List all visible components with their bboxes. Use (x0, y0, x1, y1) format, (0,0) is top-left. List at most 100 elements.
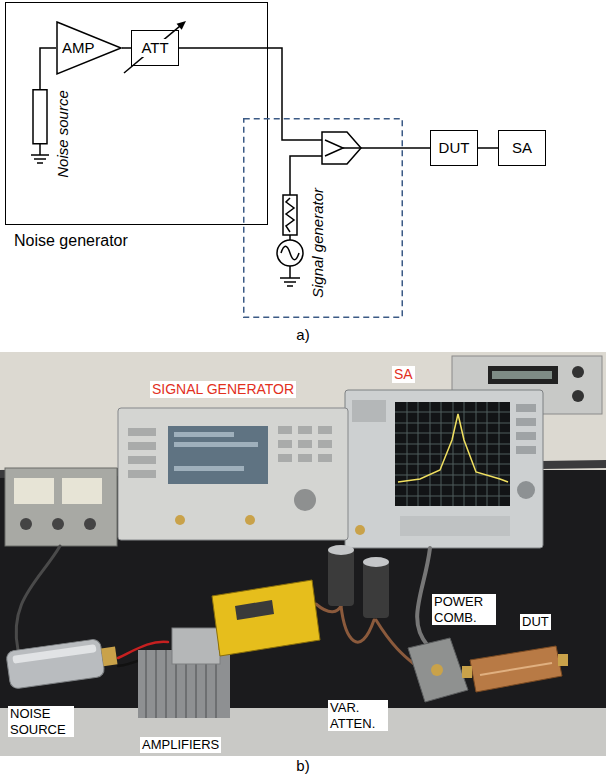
power-combiner-symbol (325, 140, 343, 156)
node-label: Noise source (54, 90, 71, 178)
source-symbol (277, 240, 303, 266)
spectrum-analyzer (441, 402, 442, 506)
variable-attenuators (363, 557, 389, 567)
noise-source-device (6, 639, 105, 690)
noise-generator-instrument (52, 518, 64, 530)
spectrum-analyzer (516, 404, 536, 412)
noise-generator-instrument (5, 468, 117, 546)
signal-generator-instrument (318, 454, 332, 462)
noise-generator-instrument (84, 518, 96, 530)
spectrum-analyzer (352, 400, 386, 422)
signal-wire (122, 47, 131, 49)
dut-board (462, 666, 472, 678)
spectrum-analyzer (355, 525, 365, 535)
photo-label: SA (392, 366, 415, 383)
spectrum-analyzer (430, 402, 431, 506)
spectrum-analyzer (517, 481, 535, 499)
spectrum-analyzer (395, 402, 510, 506)
resistor-symbol (286, 198, 294, 232)
lab-photo (0, 708, 606, 756)
power-supply (488, 366, 558, 384)
spectrum-analyzer (395, 402, 510, 506)
spectrum-analyzer (516, 432, 536, 440)
signal-generator-instrument (298, 454, 312, 462)
signal-generator-instrument (118, 408, 348, 540)
signal-generator-instrument (175, 515, 185, 525)
spectrum-analyzer (487, 402, 488, 506)
cables (376, 620, 414, 664)
amplifier-modules (165, 650, 167, 718)
amplifier-modules (235, 600, 274, 620)
ground-symbol (280, 277, 300, 279)
spectrum-analyzer (398, 414, 508, 482)
lab-photo (0, 352, 606, 756)
dut-board (470, 646, 562, 692)
signal-generator-instrument (128, 442, 156, 450)
signal-wire (282, 118, 322, 140)
amplifier-modules (155, 650, 157, 718)
photo-label: DUT (520, 614, 551, 630)
photo-label: VAR. ATTEN. (328, 700, 388, 731)
signal-generator-instrument (318, 440, 332, 448)
noise-source-device (6, 637, 119, 690)
node-label: AMP (62, 39, 95, 56)
spectrum-analyzer (345, 390, 543, 548)
spectrum-analyzer (453, 402, 454, 506)
signal-wire (361, 147, 403, 149)
ground-symbol (37, 162, 43, 164)
spectrum-analyzer (499, 402, 500, 506)
variable-attenuators (328, 545, 389, 618)
power-combiner-device (408, 638, 468, 702)
photo-label: SIGNAL GENERATOR (150, 381, 296, 398)
signal-generator-instrument (318, 426, 332, 434)
spectrum-analyzer (407, 402, 408, 506)
signal-generator-instrument (294, 489, 316, 511)
signal-generator-instrument (128, 470, 156, 478)
amplifier-modules (212, 580, 320, 656)
signal-generator-instrument (168, 426, 268, 484)
source-symbol (281, 246, 299, 260)
signal-generator-instrument (174, 432, 234, 437)
node-label: DUT (439, 139, 470, 156)
node-label: ATT (139, 39, 170, 56)
signal-wire (179, 48, 282, 118)
spectrum-analyzer (476, 402, 477, 506)
signal-generator-group: Signal generator (243, 118, 403, 318)
photo-label: POWER COMB. (432, 594, 496, 625)
amplifier-modules (138, 580, 320, 718)
signal-generator-instrument (298, 440, 312, 448)
node-label: Noise generator (14, 232, 128, 250)
ground-symbol (284, 281, 296, 283)
power-supply (572, 366, 584, 378)
signal-wire (403, 147, 430, 149)
lab-photo (0, 352, 606, 756)
signal-generator-instrument (128, 428, 156, 436)
power-supply (572, 390, 584, 402)
noise-generator-instrument (20, 518, 32, 530)
panel-label: a) (294, 326, 311, 344)
spectrum-analyzer (345, 390, 543, 548)
variable-attenuators (328, 545, 354, 555)
noise-source-device (12, 644, 96, 664)
photo-label: NOISE SOURCE (8, 706, 74, 737)
node-label: Signal generator (309, 188, 326, 298)
signal-generator-instrument (174, 466, 244, 471)
power-combiner-device (431, 664, 443, 676)
node-label: SA (512, 139, 532, 156)
variable-arrow (124, 25, 181, 73)
spectrum-analyzer (400, 516, 510, 536)
spectrum-analyzer (516, 446, 536, 454)
signal-generator-instrument (298, 426, 312, 434)
noise-source-device (101, 646, 117, 666)
noise-generator-instrument (5, 468, 117, 546)
signal-wire (40, 48, 56, 89)
dut-board (480, 663, 552, 675)
noise-generator-instrument (14, 478, 54, 504)
signal-generator-instrument (278, 440, 292, 448)
variable-attenuators (328, 548, 354, 606)
amplifier-triangle: AMP (56, 21, 122, 75)
signal-generator-instrument (278, 454, 292, 462)
amplifier-triangle-outline (57, 22, 121, 74)
